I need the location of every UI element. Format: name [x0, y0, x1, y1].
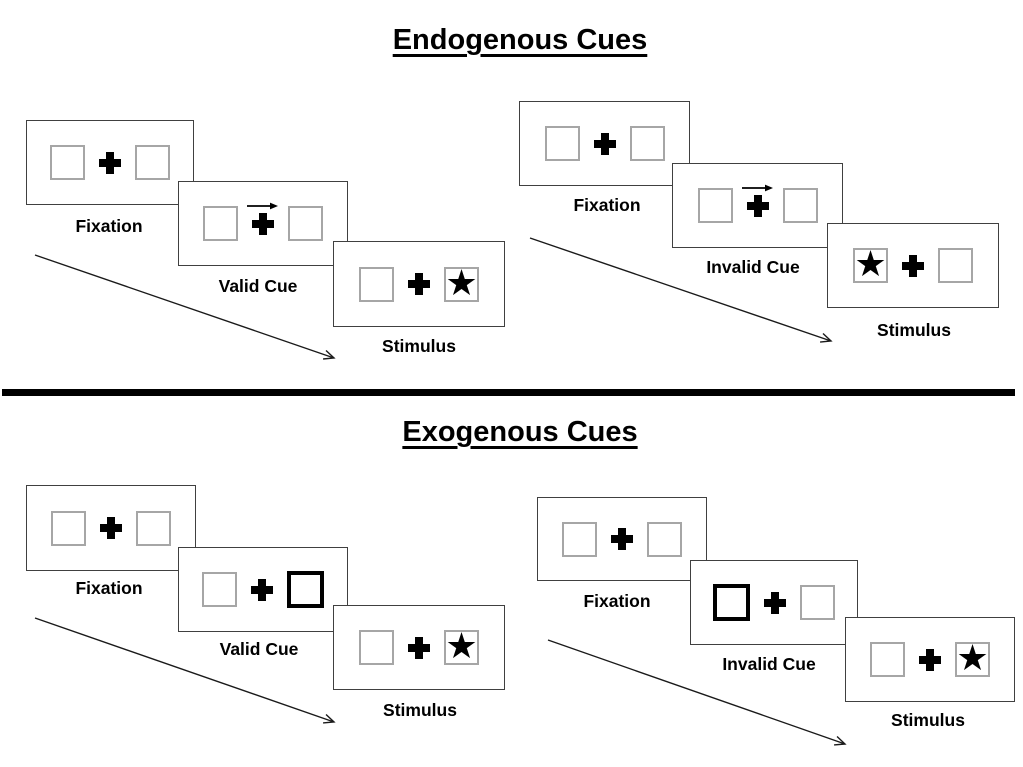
- section-divider: [2, 389, 1015, 396]
- plus-icon: [252, 212, 274, 235]
- fixation-cross: [609, 522, 635, 557]
- fixation-cross: [249, 572, 275, 607]
- placeholder-box-left: [359, 266, 394, 302]
- plus-icon: [902, 254, 924, 277]
- placeholder-box-right: [647, 521, 682, 557]
- placeholder-box-right: [135, 145, 170, 180]
- fixation-panel: [26, 485, 196, 571]
- exogenous-section-title: Exogenous Cues: [402, 416, 638, 448]
- highlighted-cue-box-left: [713, 584, 750, 621]
- plus-icon: [593, 132, 616, 155]
- placeholder-box-left: [51, 510, 86, 546]
- plus-icon: [919, 648, 941, 671]
- plus-icon: [99, 151, 121, 174]
- fixation-cross: [917, 642, 943, 677]
- fixation-cross: [98, 511, 124, 546]
- plus-icon: [100, 517, 122, 539]
- panel-label-valid-cue: Valid Cue: [219, 639, 299, 659]
- fixation-cross: [900, 248, 926, 283]
- panel-label-stimulus: Stimulus: [383, 700, 457, 720]
- plus-icon: [251, 578, 273, 601]
- target-box-right: ★: [444, 262, 479, 304]
- plus-icon: [611, 528, 633, 550]
- star-icon: ★: [445, 262, 478, 304]
- panel-label-stimulus: Stimulus: [382, 336, 456, 356]
- fixation-panel: [537, 497, 707, 581]
- fixation-cross-with-cue: [741, 184, 773, 223]
- stimulus-panel: ★: [827, 223, 999, 308]
- fixation-panel: [519, 101, 690, 186]
- target-box-right: ★: [955, 638, 990, 679]
- placeholder-box-right: [288, 206, 323, 241]
- panel-label-valid-cue: Valid Cue: [218, 276, 298, 296]
- panel-label-stimulus: Stimulus: [877, 320, 951, 340]
- panel-label-invalid-cue: Invalid Cue: [722, 654, 816, 674]
- flow-arrow-icon: [529, 237, 833, 343]
- placeholder-box-left: [359, 630, 394, 665]
- endogenous-section-title: Endogenous Cues: [392, 24, 648, 56]
- star-icon: ★: [445, 626, 478, 667]
- right-arrow-icon: [247, 202, 278, 210]
- fixation-cross: [762, 585, 788, 620]
- target-box-right: ★: [444, 626, 479, 667]
- placeholder-box-left: [697, 188, 733, 223]
- placeholder-box-left: [203, 206, 238, 241]
- placeholder-box-left: [870, 642, 905, 677]
- target-box-left: ★: [853, 244, 888, 285]
- plus-icon: [408, 636, 430, 659]
- invalid-cue-panel: [690, 560, 858, 645]
- valid-cue-panel: [178, 181, 348, 266]
- placeholder-box-left: [544, 126, 580, 161]
- plus-icon: [408, 273, 430, 295]
- fixation-cross: [406, 267, 432, 302]
- star-icon: ★: [854, 244, 887, 285]
- placeholder-box-left: [562, 521, 597, 557]
- stimulus-panel: ★: [333, 241, 505, 327]
- fixation-cross: [592, 126, 618, 161]
- plus-icon: [746, 194, 769, 217]
- star-icon: ★: [956, 638, 989, 679]
- invalid-cue-panel: [672, 163, 843, 248]
- stimulus-panel: ★: [333, 605, 505, 690]
- panel-label-invalid-cue: Invalid Cue: [706, 257, 800, 277]
- panel-label-stimulus: Stimulus: [891, 710, 965, 730]
- panel-label-fixation: Fixation: [75, 578, 143, 598]
- flow-arrow-icon: [34, 617, 336, 724]
- placeholder-box-right: [629, 126, 665, 161]
- plus-icon: [764, 591, 786, 614]
- panel-label-fixation: Fixation: [583, 591, 651, 611]
- placeholder-box-left: [50, 145, 85, 180]
- fixation-panel: [26, 120, 194, 205]
- placeholder-box-right: [136, 510, 171, 546]
- fixation-cross: [97, 145, 123, 180]
- highlighted-cue-box-right: [287, 571, 324, 608]
- stimulus-panel: ★: [845, 617, 1015, 702]
- right-arrow-icon: [741, 184, 773, 192]
- placeholder-box-right: [938, 248, 973, 283]
- panel-label-fixation: Fixation: [75, 216, 143, 236]
- valid-cue-panel: [178, 547, 348, 632]
- panel-label-fixation: Fixation: [573, 195, 641, 215]
- fixation-cross: [406, 630, 432, 665]
- flow-arrow-icon: [34, 254, 336, 360]
- placeholder-box-right: [782, 188, 818, 223]
- placeholder-box-left: [202, 572, 237, 607]
- placeholder-box-right: [800, 585, 835, 620]
- fixation-cross-with-cue: [247, 202, 278, 241]
